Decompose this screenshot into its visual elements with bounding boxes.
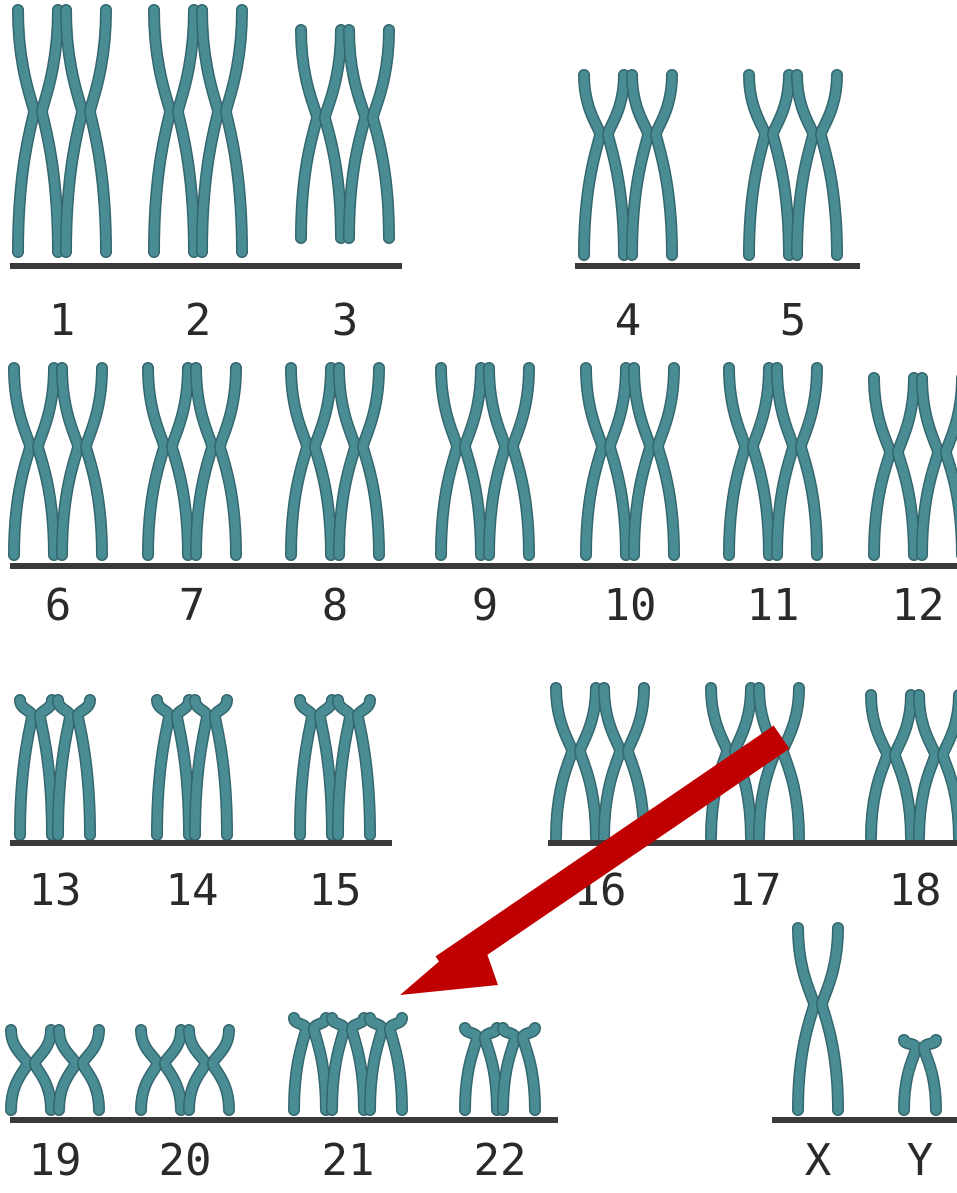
chromosome-20-copy-1 (141, 1030, 181, 1110)
chromosome-y-copy-1 (904, 1040, 936, 1110)
chromosome-8-copy-2 (339, 368, 379, 555)
group-baseline-7 (772, 1117, 957, 1123)
chromosome-21 (294, 1018, 402, 1110)
label-x: X (805, 1135, 832, 1186)
chromosome-19-copy-1 (11, 1030, 51, 1110)
chromosome-13 (20, 700, 90, 835)
chromosome-14-copy-2 (195, 700, 227, 835)
chromosome-10 (586, 368, 674, 555)
chromosome-3-copy-2 (349, 30, 389, 238)
chromosome-x-copy-1 (798, 928, 838, 1110)
label-2: 2 (185, 295, 212, 346)
chromosome-x (798, 928, 838, 1110)
label-11: 11 (747, 580, 800, 631)
chromosome-15-copy-2 (338, 700, 370, 835)
group-baseline-1 (10, 263, 402, 269)
chromosome-13-copy-1 (20, 700, 52, 835)
label-7: 7 (179, 580, 206, 631)
chromosome-21-copy-3 (370, 1018, 402, 1110)
chromosome-8 (291, 368, 379, 555)
label-y: Y (907, 1135, 934, 1186)
label-9: 9 (472, 580, 499, 631)
label-5: 5 (780, 295, 807, 346)
chromosome-4-copy-1 (584, 75, 624, 255)
label-19: 19 (29, 1135, 82, 1186)
chromosome-9-copy-1 (441, 368, 481, 555)
label-15: 15 (309, 865, 362, 916)
chromosome-6-copy-1 (14, 368, 54, 555)
chromosome-21-copy-1 (294, 1018, 326, 1110)
chromosome-14-copy-1 (157, 700, 189, 835)
chromosome-7-copy-1 (148, 368, 188, 555)
chromosome-9 (441, 368, 529, 555)
chromosome-12-copy-1 (874, 378, 914, 555)
chromosome-21-copy-2 (332, 1018, 364, 1110)
chromosome-20-copy-2 (189, 1030, 229, 1110)
chromosome-22 (465, 1028, 535, 1110)
chromosome-15-copy-1 (300, 700, 332, 835)
group-baseline-3 (10, 563, 957, 569)
chromosome-3 (301, 30, 389, 238)
chromosome-7 (148, 368, 236, 555)
chromosome-19 (11, 1030, 99, 1110)
chromosome-22-copy-1 (465, 1028, 497, 1110)
chromosome-12-copy-2 (922, 378, 957, 555)
chromosome-y (904, 1040, 936, 1110)
label-3: 3 (332, 295, 359, 346)
chromosome-5-copy-2 (797, 75, 837, 255)
label-6: 6 (45, 580, 72, 631)
chromosome-18-copy-1 (871, 695, 911, 838)
chromosome-20 (141, 1030, 229, 1110)
chromosome-5 (749, 75, 837, 255)
chromosome-13-copy-2 (58, 700, 90, 835)
chromosome-2-copy-2 (202, 10, 242, 252)
label-22: 22 (474, 1135, 527, 1186)
chromosome-1-copy-2 (66, 10, 106, 252)
label-13: 13 (29, 865, 82, 916)
chromosome-5-copy-1 (749, 75, 789, 255)
chromosome-4-copy-2 (632, 75, 672, 255)
chromosome-4 (584, 75, 672, 255)
chromosome-6 (14, 368, 102, 555)
chromosome-10-copy-2 (634, 368, 674, 555)
chromosome-11-copy-1 (729, 368, 769, 555)
chromosome-2 (154, 10, 242, 252)
group-baseline-2 (575, 263, 860, 269)
label-21: 21 (322, 1135, 375, 1186)
label-18: 18 (889, 865, 942, 916)
label-12: 12 (892, 580, 945, 631)
chromosome-16 (556, 688, 644, 838)
label-20: 20 (159, 1135, 212, 1186)
chromosome-10-copy-1 (586, 368, 626, 555)
chromosome-18 (871, 695, 957, 838)
chromosome-11 (729, 368, 817, 555)
chromosome-1 (18, 10, 106, 252)
chromosome-12 (874, 378, 957, 555)
chromosome-16-copy-2 (604, 688, 644, 838)
chromosome-14 (157, 700, 227, 835)
chromosome-15 (300, 700, 370, 835)
chromosome-7-copy-2 (196, 368, 236, 555)
chromosome-22-copy-2 (503, 1028, 535, 1110)
label-17: 17 (729, 865, 782, 916)
chromosome-11-copy-2 (777, 368, 817, 555)
chromosome-2-copy-1 (154, 10, 194, 252)
label-1: 1 (49, 295, 76, 346)
chromosome-1-copy-1 (18, 10, 58, 252)
chromosome-3-copy-1 (301, 30, 341, 238)
label-14: 14 (166, 865, 219, 916)
chromosome-9-copy-2 (489, 368, 529, 555)
group-baseline-6 (10, 1117, 558, 1123)
chromosome-6-copy-2 (62, 368, 102, 555)
chromosome-16-copy-1 (556, 688, 596, 838)
chromosome-19-copy-2 (59, 1030, 99, 1110)
chromosome-18-copy-2 (919, 695, 957, 838)
group-baseline-4 (10, 840, 392, 846)
label-10: 10 (604, 580, 657, 631)
chromosome-8-copy-1 (291, 368, 331, 555)
label-4: 4 (615, 295, 642, 346)
label-8: 8 (322, 580, 349, 631)
